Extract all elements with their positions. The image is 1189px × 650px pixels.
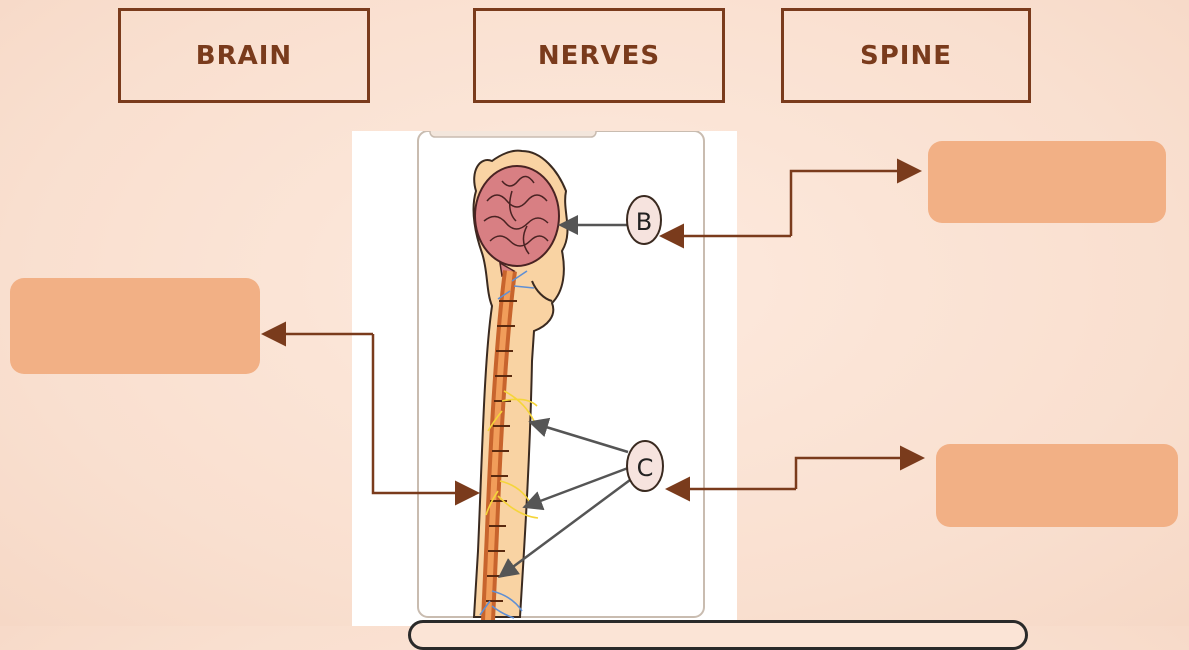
arrow-to-drop-b <box>791 171 917 236</box>
callout-b-label: B <box>636 208 652 236</box>
answer-bar[interactable] <box>408 620 1028 650</box>
pointer-c-to-nerve-3 <box>502 480 630 575</box>
callout-b: B <box>627 196 661 244</box>
pointer-c-to-nerve-2 <box>527 468 628 506</box>
arrow-to-spine <box>373 334 475 493</box>
arrows-overlay: B C <box>0 0 1189 626</box>
arrow-to-drop-c <box>796 458 920 489</box>
callout-c: C <box>627 441 663 491</box>
callout-c-label: C <box>637 454 654 482</box>
pointer-c-to-nerve-1 <box>533 423 628 452</box>
